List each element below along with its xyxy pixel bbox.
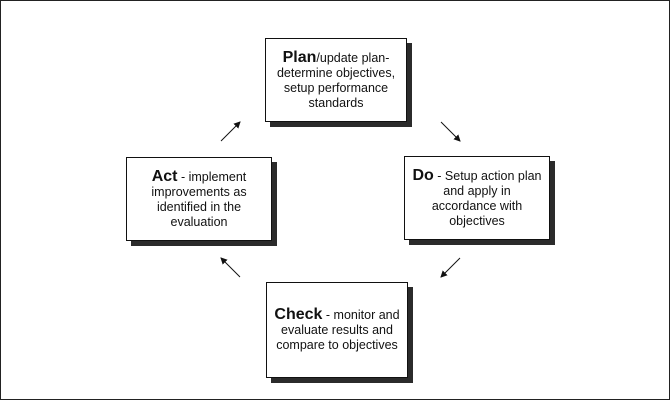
- check-text: - monitor and evaluate results and compa…: [276, 308, 400, 352]
- act-box: Act - implement improvements as identifi…: [126, 157, 272, 241]
- plan-heading: Plan: [282, 48, 317, 66]
- plan-box: Plan/update plan-determine objectives, s…: [265, 38, 407, 122]
- plan-text: /update plan-determine objectives, setup…: [276, 50, 396, 110]
- do-text: - Setup action plan and apply in accorda…: [431, 168, 542, 228]
- check-box: Check - monitor and evaluate results and…: [266, 282, 408, 378]
- act-text: - implement improvements as identified i…: [151, 169, 247, 229]
- do-heading: Do: [412, 166, 434, 184]
- arrow-check-to-act: [220, 257, 241, 278]
- do-box: Do - Setup action plan and apply in acco…: [404, 156, 550, 240]
- act-heading: Act: [151, 167, 178, 185]
- arrow-act-to-plan: [220, 121, 241, 142]
- arrow-plan-to-do: [440, 121, 461, 142]
- check-heading: Check: [274, 306, 323, 323]
- arrow-do-to-check: [440, 257, 461, 278]
